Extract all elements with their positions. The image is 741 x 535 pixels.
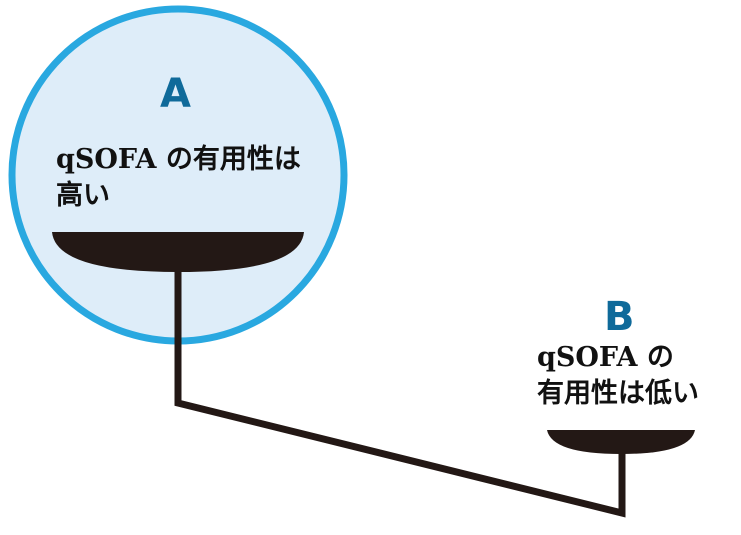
pan-b-letter: B bbox=[604, 294, 635, 340]
pan-b-text-line2: 有用性は低い bbox=[537, 378, 699, 409]
pan-a-text-line1: qSOFA の有用性は bbox=[56, 144, 301, 175]
pan-a-text-line2: 高い bbox=[56, 180, 110, 211]
pan-b-bowl bbox=[547, 430, 695, 454]
balance-beam bbox=[174, 268, 626, 518]
pan-a-bowl bbox=[52, 232, 304, 272]
pan-a-letter: A bbox=[160, 71, 191, 117]
pan-b-text-line1: qSOFA の bbox=[537, 342, 674, 373]
